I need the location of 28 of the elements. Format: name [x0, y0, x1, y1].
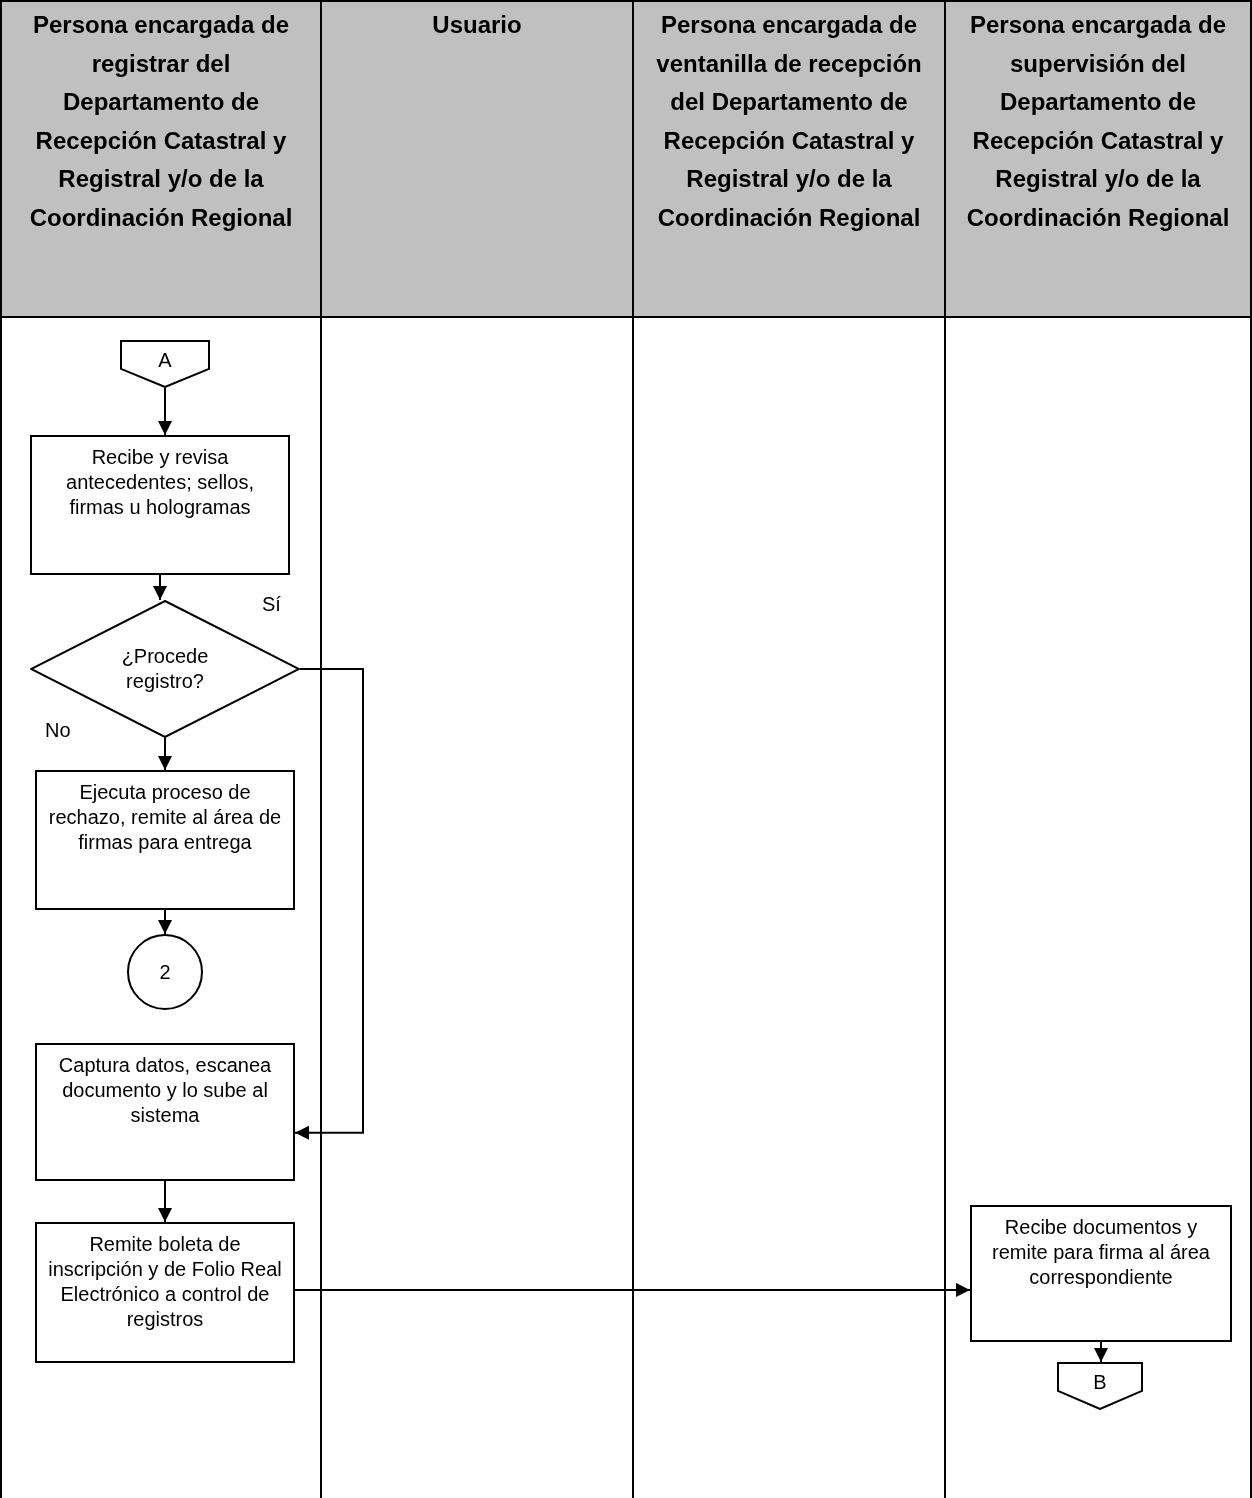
arrow [158, 387, 172, 436]
arrow [153, 574, 167, 601]
process-box [970, 1205, 1232, 1342]
node-text: Recibe documentos y remite para firma al área correspondiente [991, 1215, 1211, 1290]
node-text: 2 [159, 959, 171, 985]
arrow [158, 909, 172, 935]
arrow [158, 737, 172, 771]
lane-header: Usuario [320, 0, 632, 318]
node-text: ¿Procede registro? [120, 644, 210, 694]
node-text: Captura datos, escanea documento y lo sube al sistema [57, 1053, 273, 1128]
node-text: A [158, 348, 172, 373]
process-box [30, 435, 290, 575]
arrow [294, 668, 364, 1140]
node-text: Recibe y revisa antecedentes; sellos, firmas u hologramas [65, 445, 255, 520]
node-text: Ejecuta proceso de rechazo, remite al área de firmas para entrega [47, 780, 283, 855]
lane-header: Persona encargada de supervisión del Departamento de Recepción Catastral y Registral y/o de la Coordinación Regional [944, 0, 1252, 318]
process-box [35, 770, 295, 910]
node-text: B [1093, 1370, 1107, 1395]
process-box [35, 1043, 295, 1181]
lane-header: Persona encargada de ventanilla de recepción del Departamento de Recepción Catastral y Registral y/o de la Coordinación Regional [632, 0, 944, 318]
offpage-connector [1057, 1362, 1143, 1410]
arrow [294, 1282, 971, 1297]
offpage-connector [120, 340, 210, 388]
lane-header: Persona encargada de registrar del Departamento de Recepción Catastral y Registral y/o de la Coordinación Regional [0, 0, 320, 318]
process-box [35, 1222, 295, 1363]
arrow [158, 1180, 172, 1223]
arrow [1094, 1341, 1108, 1363]
node-text: Remite boleta de inscripción y de Folio Real Electrónico a control de registros [47, 1232, 283, 1332]
